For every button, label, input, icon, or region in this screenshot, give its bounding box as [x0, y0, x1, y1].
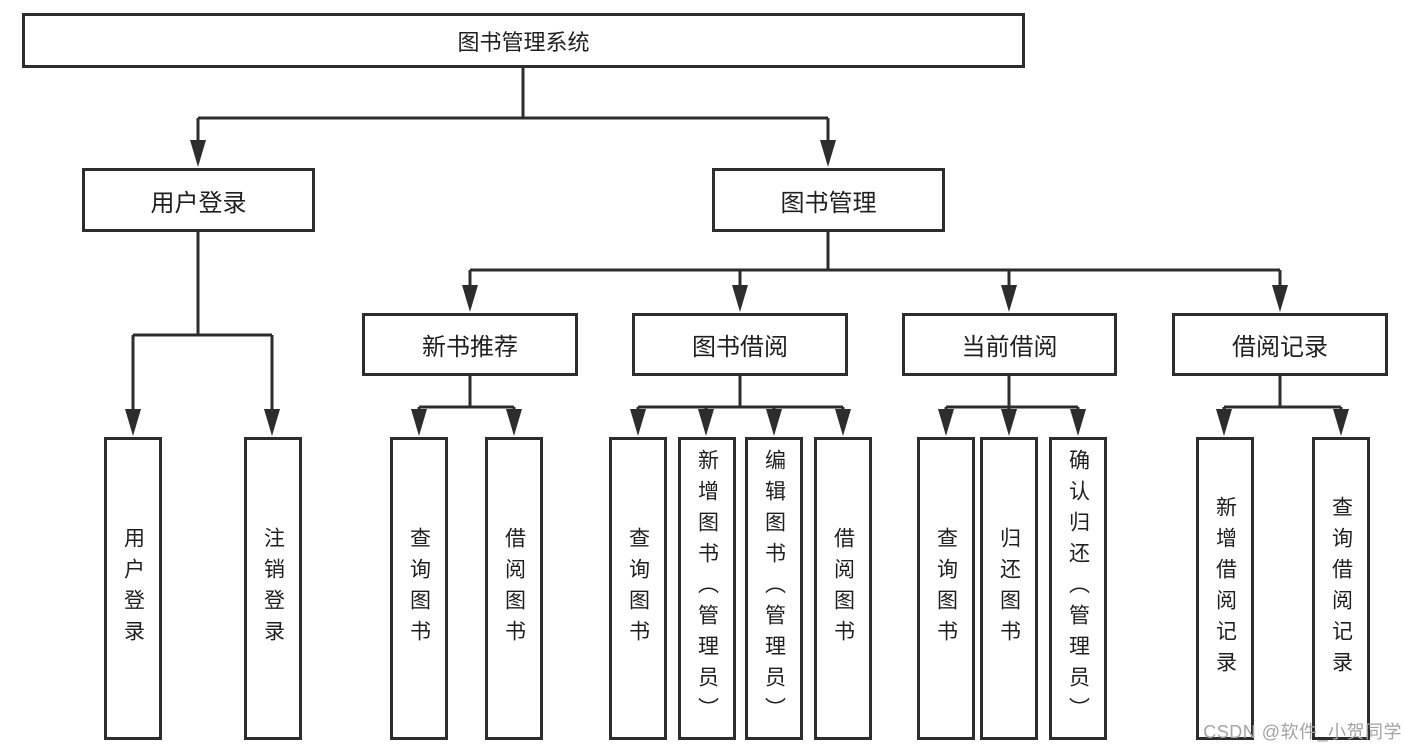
leaf-label: 新增图书（管理员） [695, 449, 719, 728]
leaf-borrow-book-recommend: 借阅图书 [485, 437, 543, 740]
leaf-borrow-book: 借阅图书 [814, 437, 872, 740]
leaf-label: 查询图书 [407, 526, 431, 651]
leaf-return-book: 归还图书 [980, 437, 1038, 740]
leaf-add-book-admin: 新增图书（管理员） [678, 437, 736, 740]
leaf-logout: 注销登录 [244, 437, 302, 740]
leaf-label: 用户登录 [121, 526, 145, 651]
leaf-query-book-current: 查询图书 [917, 437, 975, 740]
leaf-label: 查询图书 [934, 526, 958, 651]
leaf-label: 借阅图书 [831, 526, 855, 651]
leaf-query-borrow-record: 查询借阅记录 [1312, 437, 1370, 740]
leaf-label: 新增借阅记录 [1213, 495, 1237, 682]
leaf-label: 归还图书 [997, 526, 1021, 651]
leaf-user-login: 用户登录 [104, 437, 162, 740]
node-new-book-recommend: 新书推荐 [362, 313, 578, 376]
leaf-add-borrow-record: 新增借阅记录 [1196, 437, 1254, 740]
leaf-edit-book-admin: 编辑图书（管理员） [745, 437, 803, 740]
node-user-login: 用户登录 [82, 168, 315, 232]
node-library-management-system: 图书管理系统 [22, 13, 1025, 68]
leaf-query-book-recommend: 查询图书 [390, 437, 448, 740]
node-book-borrow: 图书借阅 [632, 313, 848, 376]
leaf-confirm-return-admin: 确认归还（管理员） [1049, 437, 1107, 740]
leaf-label: 查询图书 [626, 526, 650, 651]
leaf-query-book-borrow: 查询图书 [609, 437, 667, 740]
csdn-watermark: CSDN @软件_小贺同学 [1203, 722, 1402, 742]
leaf-label: 借阅图书 [502, 526, 526, 651]
leaf-label: 查询借阅记录 [1329, 495, 1353, 682]
node-borrow-records: 借阅记录 [1172, 313, 1388, 376]
leaf-label: 编辑图书（管理员） [762, 449, 786, 728]
node-current-borrow: 当前借阅 [902, 313, 1117, 376]
leaf-label: 注销登录 [261, 526, 285, 651]
node-book-management: 图书管理 [712, 168, 945, 232]
leaf-label: 确认归还（管理员） [1066, 449, 1090, 728]
